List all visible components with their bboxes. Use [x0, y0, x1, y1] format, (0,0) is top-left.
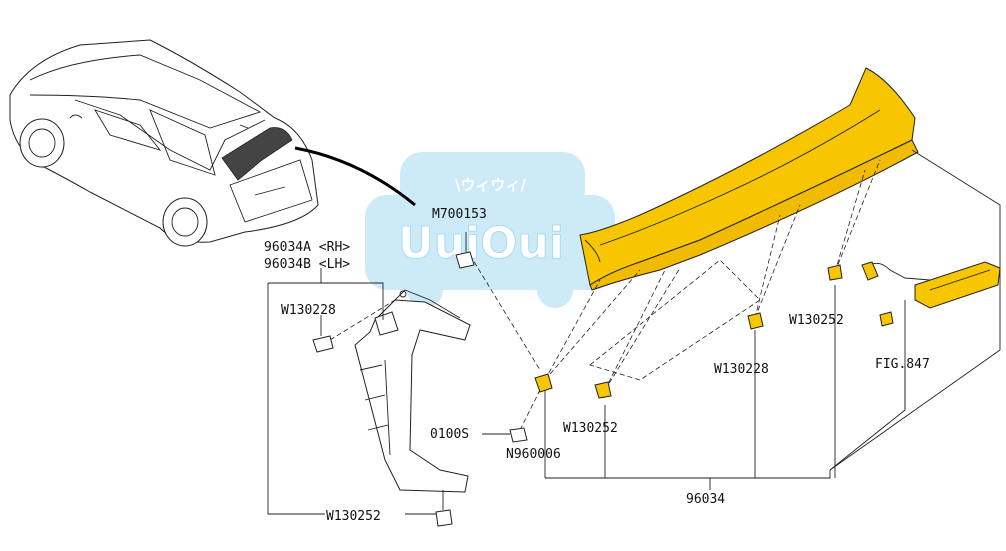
label-w130252-right: W130252	[789, 313, 844, 328]
rear-spoiler	[579, 67, 919, 291]
clip-w130252-bottom	[435, 509, 453, 527]
clip-w130228-left	[312, 335, 334, 353]
label-n960006: N960006	[506, 447, 561, 462]
leader-box-left	[267, 283, 325, 515]
bolt-0100s	[509, 427, 528, 443]
label-w130228-left: W130228	[281, 303, 336, 318]
watermark-wheel-left	[407, 272, 443, 308]
label-fig847: FIG.847	[875, 357, 930, 372]
watermark-brand: UuiOui	[398, 218, 564, 269]
frame-right	[829, 149, 1001, 471]
clip-4	[827, 264, 843, 281]
watermark-wheel-right	[537, 272, 573, 308]
bolt-m700153	[455, 251, 475, 269]
label-w130252-bottom: W130252	[326, 509, 381, 524]
watermark-tagline: \ウィウィ/	[455, 176, 526, 194]
clip-2	[594, 381, 612, 399]
vehicle-illustration	[9, 39, 319, 247]
leaders-96034	[544, 285, 836, 490]
frame-bottom	[545, 470, 831, 479]
callout-line	[294, 146, 416, 207]
label-w130252-mid: W130252	[563, 421, 618, 436]
label-96034a: 96034A <RH>	[264, 240, 350, 255]
watermark-body	[365, 195, 615, 290]
watermark-roof	[400, 152, 585, 212]
label-m700153: M700153	[432, 207, 487, 222]
fasteners	[312, 232, 528, 527]
side-brackets	[354, 289, 471, 493]
label-96034: 96034	[686, 492, 725, 507]
mount-lines	[329, 159, 881, 431]
stop-lamp	[829, 261, 1001, 471]
clip-1	[534, 373, 553, 393]
leader-box-top	[268, 282, 384, 320]
clip-5	[879, 311, 894, 327]
clips	[534, 264, 894, 399]
label-w130228-right: W130228	[714, 362, 769, 377]
label-96034b: 96034B <LH>	[264, 257, 350, 272]
clip-3	[747, 312, 764, 330]
label-0100s: 0100S	[430, 427, 469, 442]
